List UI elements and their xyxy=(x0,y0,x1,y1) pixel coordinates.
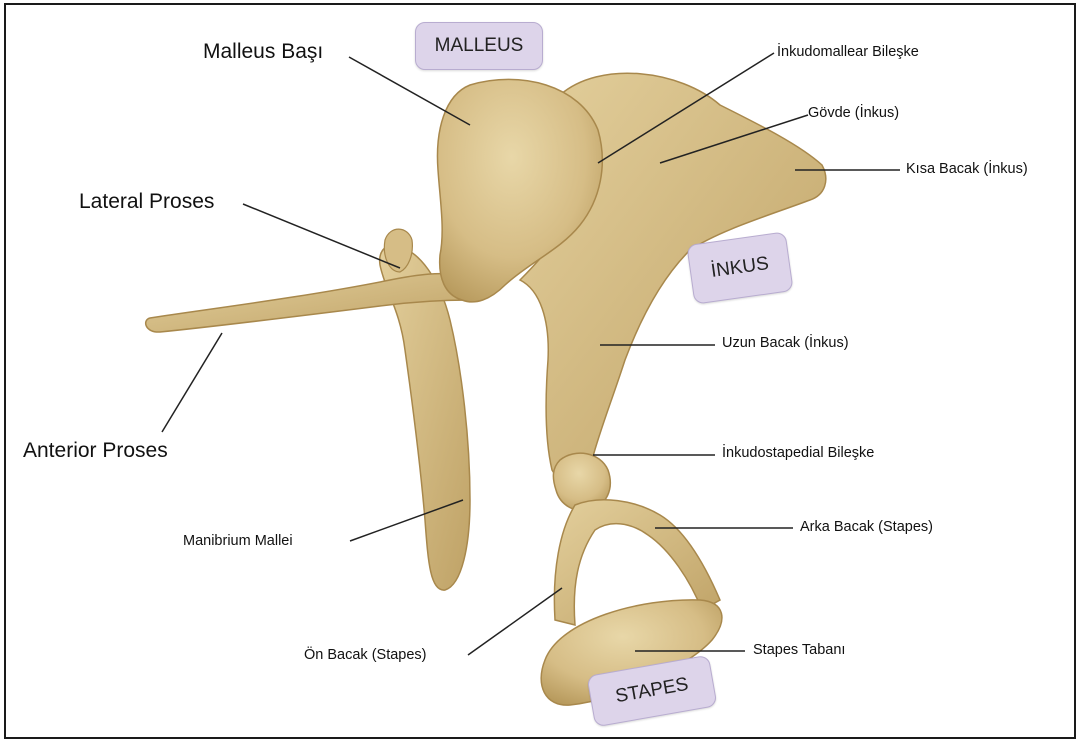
malleus-tag: MALLEUS xyxy=(415,22,543,70)
label-lateral-process: Lateral Proses xyxy=(79,191,214,212)
label-short-process: Kısa Bacak (İnkus) xyxy=(906,162,1028,177)
incus-tag-text: İNKUS xyxy=(710,253,771,283)
label-incus-body: Gövde (İnkus) xyxy=(808,106,899,121)
label-anterior-process: Anterior Proses xyxy=(23,440,168,461)
label-manubrium: Manibrium Mallei xyxy=(183,534,293,549)
label-incudomalleolar-joint: İnkudomallear Bileşke xyxy=(777,45,919,60)
label-malleus-head: Malleus Başı xyxy=(203,41,323,62)
label-anterior-crus: Ön Bacak (Stapes) xyxy=(304,648,427,663)
malleus-tag-text: MALLEUS xyxy=(435,35,524,57)
label-incudostapedial-joint: İnkudostapedial Bileşke xyxy=(722,446,874,461)
label-footplate: Stapes Tabanı xyxy=(753,643,845,658)
label-posterior-crus: Arka Bacak (Stapes) xyxy=(800,520,933,535)
label-long-process: Uzun Bacak (İnkus) xyxy=(722,336,849,351)
stapes-tag-text: STAPES xyxy=(614,674,690,708)
